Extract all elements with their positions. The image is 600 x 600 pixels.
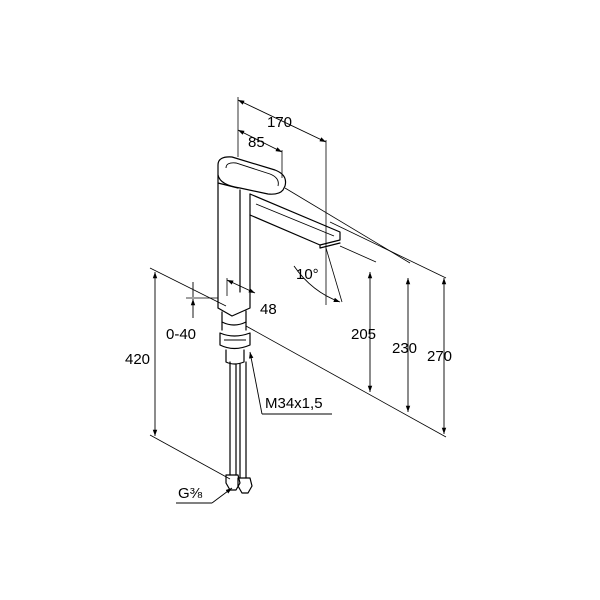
label-270: 270 xyxy=(427,348,452,365)
label-48: 48 xyxy=(260,301,277,318)
label-g38: G⅜ xyxy=(178,485,203,502)
dim-handle-offset: 85 xyxy=(237,129,283,178)
label-170: 170 xyxy=(267,114,292,131)
dim-spout-reach: 170 xyxy=(237,97,327,305)
label-m34: M34x1,5 xyxy=(265,395,323,412)
label-420: 420 xyxy=(125,351,150,368)
callout-hose-connection: G⅜ xyxy=(176,485,233,504)
label-10deg: 10° xyxy=(296,266,319,283)
dim-angle: 10° xyxy=(293,247,343,303)
dim-adjust-range: 0-40 xyxy=(166,282,218,343)
dim-hose-length: 420 xyxy=(125,267,231,480)
callout-mount-thread: M34x1,5 xyxy=(249,351,332,415)
label-230: 230 xyxy=(392,340,417,357)
faucet-body xyxy=(217,156,341,494)
label-85: 85 xyxy=(248,134,265,151)
dim-heights: 205 230 270 xyxy=(245,187,452,438)
label-0-40: 0-40 xyxy=(166,326,196,343)
dim-body-depth: 48 xyxy=(226,278,277,318)
label-205: 205 xyxy=(351,326,376,343)
